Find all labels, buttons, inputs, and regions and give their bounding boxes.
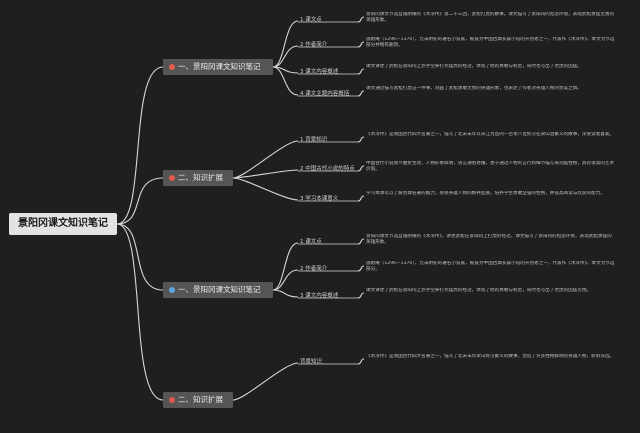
root-branch-connector — [116, 66, 164, 225]
leaf-text: 景阳冈课文节选自施耐庵的《水浒传》，讲述武松在景阳冈上打虎的经过。课文描写了景阳… — [366, 234, 612, 246]
sub-node-label[interactable]: 1 背景知识 — [300, 137, 328, 143]
leaf-text: 《水浒传》是我国古代四大名著之一，描写了北宋末年梁山好汉聚义的故事，塑造了许多性… — [366, 354, 615, 359]
sub-branch-connector — [272, 289, 299, 298]
leaf-connector — [357, 165, 365, 172]
leaf-text: 课文通过描写武松打虎这一件事，刻画了武松勇敢无畏的英雄形象，也表达了作者对英雄人… — [366, 86, 582, 91]
sub-node-label[interactable]: 4 课文主题内容概括 — [300, 91, 350, 97]
leaf-connector — [357, 195, 365, 202]
sub-branch-connector — [232, 362, 299, 401]
branch-label: 一、景阳冈课文知识笔记 — [178, 285, 261, 294]
root-branch-connector — [116, 223, 164, 401]
sub-node-label[interactable]: 1 课文点 — [300, 17, 322, 23]
branch-node[interactable]: 一、景阳冈课文知识笔记 — [163, 282, 273, 298]
leaf-text: 施耐庵（1296—1370），元末明初的著名小说家，被誉为中国古典长篇小说的开创… — [366, 37, 615, 49]
sub-branch-connector — [232, 169, 299, 179]
leaf-text: 中国古代小说情节曲折生动，人物形象鲜明，语言通俗易懂，善于通过人物的言行和细节描… — [366, 161, 615, 173]
branch-node[interactable]: 二、知识扩展 — [163, 170, 233, 186]
branch-label: 二、知识扩展 — [178, 395, 223, 404]
leaf-connector — [357, 358, 365, 365]
sub-branch-connector — [272, 20, 299, 68]
root-branch-connector — [116, 223, 164, 291]
root-node[interactable]: 景阳冈课文知识笔记 — [9, 213, 117, 235]
root-branch-connector — [116, 177, 164, 225]
leaf-text: 《水浒传》是我国古代四大名著之一，描写了北宋末年以宋江为首的一百零八位好汉在梁山… — [366, 132, 615, 137]
leaf-connector — [357, 136, 365, 143]
sub-node-label[interactable]: 3 课文内容概述 — [300, 293, 339, 299]
branch-icon — [169, 64, 175, 70]
leaf-connector — [357, 265, 365, 272]
branch-node[interactable]: 二、知识扩展 — [163, 392, 233, 408]
sub-branch-connector — [272, 242, 299, 291]
leaf-text: 学习本课可以了解古典名著的魅力，感受英雄人物的精神品质，培养学生勇敢坚强的性格，… — [366, 191, 605, 196]
leaf-text: 课文讲述了武松在景阳冈上赤手空拳打死猛虎的经过，体现了他的勇敢与机智，同时也写出… — [366, 64, 582, 69]
branch-label: 一、景阳冈课文知识笔记 — [178, 62, 261, 71]
branch-icon — [169, 287, 175, 293]
leaf-connector — [357, 16, 365, 23]
leaf-text: 景阳冈课文节选自施耐庵的《水浒传》第二十三回，武松打虎的故事。课文描写了景阳冈的… — [366, 12, 615, 24]
sub-branch-connector — [272, 45, 299, 68]
leaf-connector — [357, 68, 365, 75]
sub-node-label[interactable]: 2 中国古代小说的特点 — [300, 166, 355, 172]
leaf-connector — [357, 292, 365, 299]
leaf-text: 课文讲述了武松在景阳冈上赤手空拳打死猛虎的经过，体现了他的勇敢与机智，同时也写出… — [366, 288, 592, 293]
sub-node-label[interactable]: 3 课文内容概述 — [300, 69, 339, 75]
branch-label: 二、知识扩展 — [178, 173, 223, 182]
sub-node-label[interactable]: 背景知识 — [300, 359, 323, 365]
sub-node-label[interactable]: 2 作者简介 — [300, 42, 328, 48]
sub-node-label[interactable]: 2 作者简介 — [300, 266, 328, 272]
leaf-connector — [357, 90, 365, 97]
sub-branch-connector — [232, 177, 299, 201]
branch-icon — [169, 175, 175, 181]
leaf-connector — [357, 41, 365, 48]
sub-branch-connector — [272, 66, 299, 96]
root-title: 景阳冈课文知识笔记 — [18, 218, 108, 229]
branch-node[interactable]: 一、景阳冈课文知识笔记 — [163, 59, 273, 75]
leaf-connector — [357, 238, 365, 245]
sub-node-label[interactable]: 3 学习本课意义 — [300, 196, 339, 202]
branch-icon — [169, 397, 175, 403]
sub-branch-connector — [232, 140, 299, 179]
leaf-text: 施耐庵（1296—1370），元末明初的著名小说家，被誉为中国古典长篇小说的开创… — [366, 261, 615, 273]
sub-branch-connector — [272, 269, 299, 291]
sub-node-label[interactable]: 1 课文点 — [300, 239, 322, 245]
